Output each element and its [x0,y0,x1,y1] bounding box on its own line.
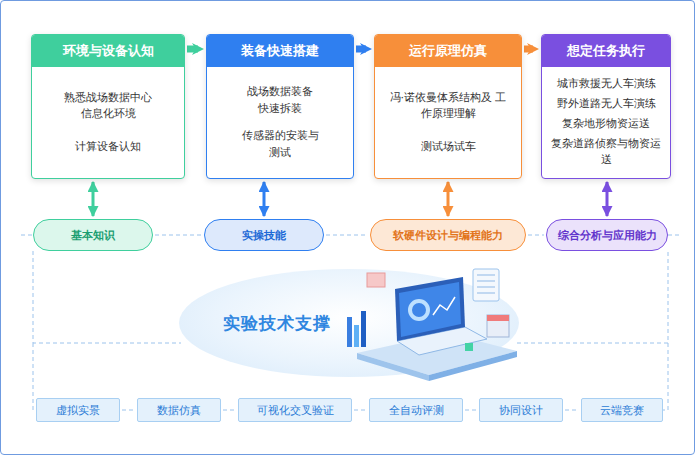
tech-box: 云端竞赛 [581,398,663,422]
bar [354,325,359,347]
tech-label: 虚拟实景 [56,403,100,418]
card-heading: 运行原理仿真 [375,35,521,67]
tech-box: 虚拟实景 [36,398,120,422]
ability-label: 实操技能 [242,228,286,243]
card-item: 野外道路无人车演练 [557,96,656,113]
ability-pill: 基本知识 [33,219,153,251]
card-item: 冯·诺依曼体系结构及 工作原理理解 [389,90,507,123]
tech-label: 协同设计 [499,403,543,418]
cube-top [487,315,509,321]
card-heading: 装备快速搭建 [207,35,353,67]
floating-panel [473,269,499,301]
dashed-link [565,410,579,411]
dashed-line [33,251,181,343]
card-item: 城市救援无人车演练 [557,76,656,93]
ability-pill: 软硬件设计与编程能力 [370,219,526,251]
dashed-link [122,410,135,411]
tech-label: 可视化交叉验证 [257,403,334,418]
panel-line [477,275,495,276]
panel-line [477,293,495,294]
card-body: 熟悉战场数据中心 信息化环境计算设备认知 [32,67,184,178]
double-arrow [447,182,450,216]
stage-card: 环境与设备认知熟悉战场数据中心 信息化环境计算设备认知 [31,34,185,179]
dashed-link [528,235,544,236]
flow-arrow [524,46,533,53]
double-arrow [263,182,266,216]
support-ellipse: 实验技术支撑 [179,269,519,377]
stage-card: 运行原理仿真冯·诺依曼体系结构及 工作原理理解测试场试车 [374,34,522,179]
stage-card: 装备快速搭建战场数据装备 快速拆装传感器的安装与测试 [206,34,354,179]
ability-label: 综合分析与应用能力 [558,228,657,243]
flow-arrow [187,46,198,53]
card-item: 传感器的安装与测试 [241,128,319,161]
double-arrow [606,182,609,216]
card-item: 测试场试车 [421,139,476,156]
platform-edge [429,351,517,381]
card-item: 复杂地形物资运送 [562,116,650,133]
panel-line [477,287,495,288]
dashed-line [668,235,681,236]
dashed-line [21,235,32,236]
dashed-link [155,235,202,236]
pie-chart [410,301,428,319]
platform-edge [357,353,429,381]
cube [487,315,509,337]
double-arrow [92,182,95,216]
tech-box: 全自动评测 [369,398,463,422]
tech-label: 全自动评测 [389,403,444,418]
small-box [367,273,385,287]
card-item: 计算设备认知 [75,139,141,156]
screen-panel [399,282,461,337]
card-item: 熟悉战场数据中心 信息化环境 [58,90,158,123]
support-title: 实验技术支撑 [223,312,331,335]
dashed-link [354,410,367,411]
card-body: 冯·诺依曼体系结构及 工作原理理解测试场试车 [375,67,521,178]
ability-label: 软硬件设计与编程能力 [393,228,503,243]
ability-pill: 综合分析与应用能力 [546,219,668,251]
dot [465,343,473,351]
dashed-link [223,410,236,411]
card-item: 复杂道路侦察与物资运送 [546,136,666,169]
tech-label: 数据仿真 [157,403,201,418]
tech-label: 云端竞赛 [600,403,644,418]
line-chart [433,297,455,315]
card-item: 战场数据装备 快速拆装 [241,84,319,117]
card-body: 战场数据装备 快速拆装传感器的安装与测试 [207,67,353,178]
ability-pill: 实操技能 [204,219,324,251]
tech-box: 可视化交叉验证 [238,398,352,422]
bar [347,317,352,347]
laptop-screen [395,277,465,341]
flow-arrow [356,46,366,53]
dashed-line [517,251,668,343]
dashed-line [663,343,668,410]
tech-box: 协同设计 [479,398,563,422]
card-heading: 想定任务执行 [542,35,670,67]
dashed-link [326,235,368,236]
panel-line [477,281,495,282]
computer-illustration [337,255,527,385]
ability-label: 基本知识 [71,228,115,243]
bar [361,311,366,347]
stage-card: 想定任务执行城市救援无人车演练野外道路无人车演练复杂地形物资运送复杂道路侦察与物… [541,34,671,179]
tech-box: 数据仿真 [137,398,221,422]
card-heading: 环境与设备认知 [32,35,184,67]
card-body: 城市救援无人车演练野外道路无人车演练复杂地形物资运送复杂道路侦察与物资运送 [542,67,670,178]
dashed-link [465,410,477,411]
